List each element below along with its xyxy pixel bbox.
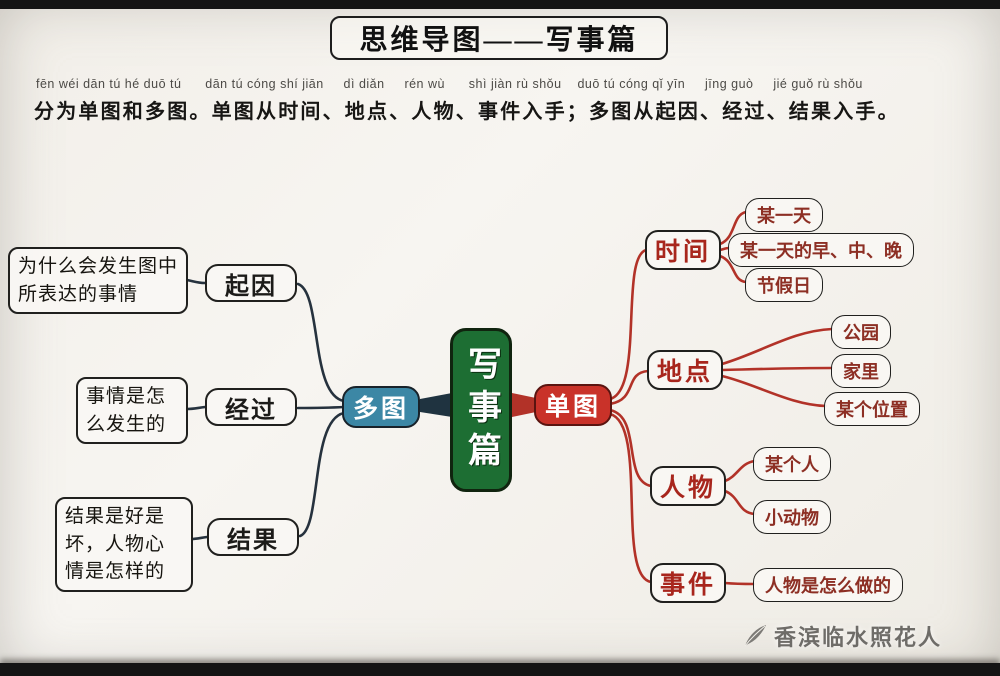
branch-result-label: 结果: [227, 527, 279, 554]
branch-place: 地点: [647, 350, 723, 390]
branch-time: 时间: [645, 230, 721, 270]
intro-text: 分为单图和多图。单图从时间、地点、人物、事件入手；多图从起因、经过、结果入手。: [34, 101, 900, 123]
branch-cause-label: 起因: [225, 273, 277, 300]
leaf-time-3: 节假日: [745, 268, 823, 302]
single-chart-node: 单图: [534, 384, 612, 426]
branch-event-label: 事件: [659, 572, 716, 599]
leaf-time-1: 某一天: [745, 198, 823, 232]
leaf-place-2: 家里: [831, 354, 891, 388]
multi-chart-node: 多图: [342, 386, 420, 428]
branch-process-label: 经过: [225, 397, 277, 424]
center-topic-label: 写事篇: [462, 345, 500, 475]
page-title-text: 思维导图——写事篇: [359, 25, 639, 56]
branch-time-label: 时间: [654, 239, 711, 266]
pinyin-line: fēn wéi dān tú hé duō tú dān tú cóng shí…: [36, 77, 863, 91]
note-cause: 为什么会发生图中所表达的事情: [8, 247, 188, 315]
leaf-person-1: 某个人: [753, 447, 831, 481]
leaf-person-2: 小动物: [753, 500, 831, 534]
multi-chart-label: 多图: [352, 396, 409, 423]
note-process: 事情是怎么发生的: [76, 377, 188, 445]
branch-place-label: 地点: [656, 359, 713, 386]
branch-cause: 起因: [205, 264, 297, 302]
branch-process: 经过: [205, 388, 297, 426]
leaf-time-2: 某一天的早、中、晚: [728, 233, 914, 267]
center-left-connector: [420, 393, 452, 417]
branch-event: 事件: [650, 563, 726, 603]
leaf-place-1: 公园: [831, 315, 891, 349]
branch-person: 人物: [650, 466, 726, 506]
page-title: 思维导图——写事篇: [330, 16, 668, 60]
note-result: 结果是好是坏，人物心情是怎样的: [55, 497, 193, 592]
feather-icon: [744, 625, 766, 647]
leaf-place-3: 某个位置: [824, 392, 920, 426]
branch-result: 结果: [207, 518, 299, 556]
leaf-event-1: 人物是怎么做的: [753, 568, 903, 602]
center-right-connector: [512, 393, 536, 417]
watermark-text: 香滨临水照花人: [774, 625, 943, 650]
photo-edge-top: [0, 0, 1000, 9]
photo-edge-bottom: [0, 663, 1000, 676]
watermark: 香滨临水照花人: [742, 620, 942, 652]
branch-person-label: 人物: [659, 475, 716, 502]
single-chart-label: 单图: [544, 394, 601, 421]
center-topic-node: 写事篇: [450, 328, 512, 492]
